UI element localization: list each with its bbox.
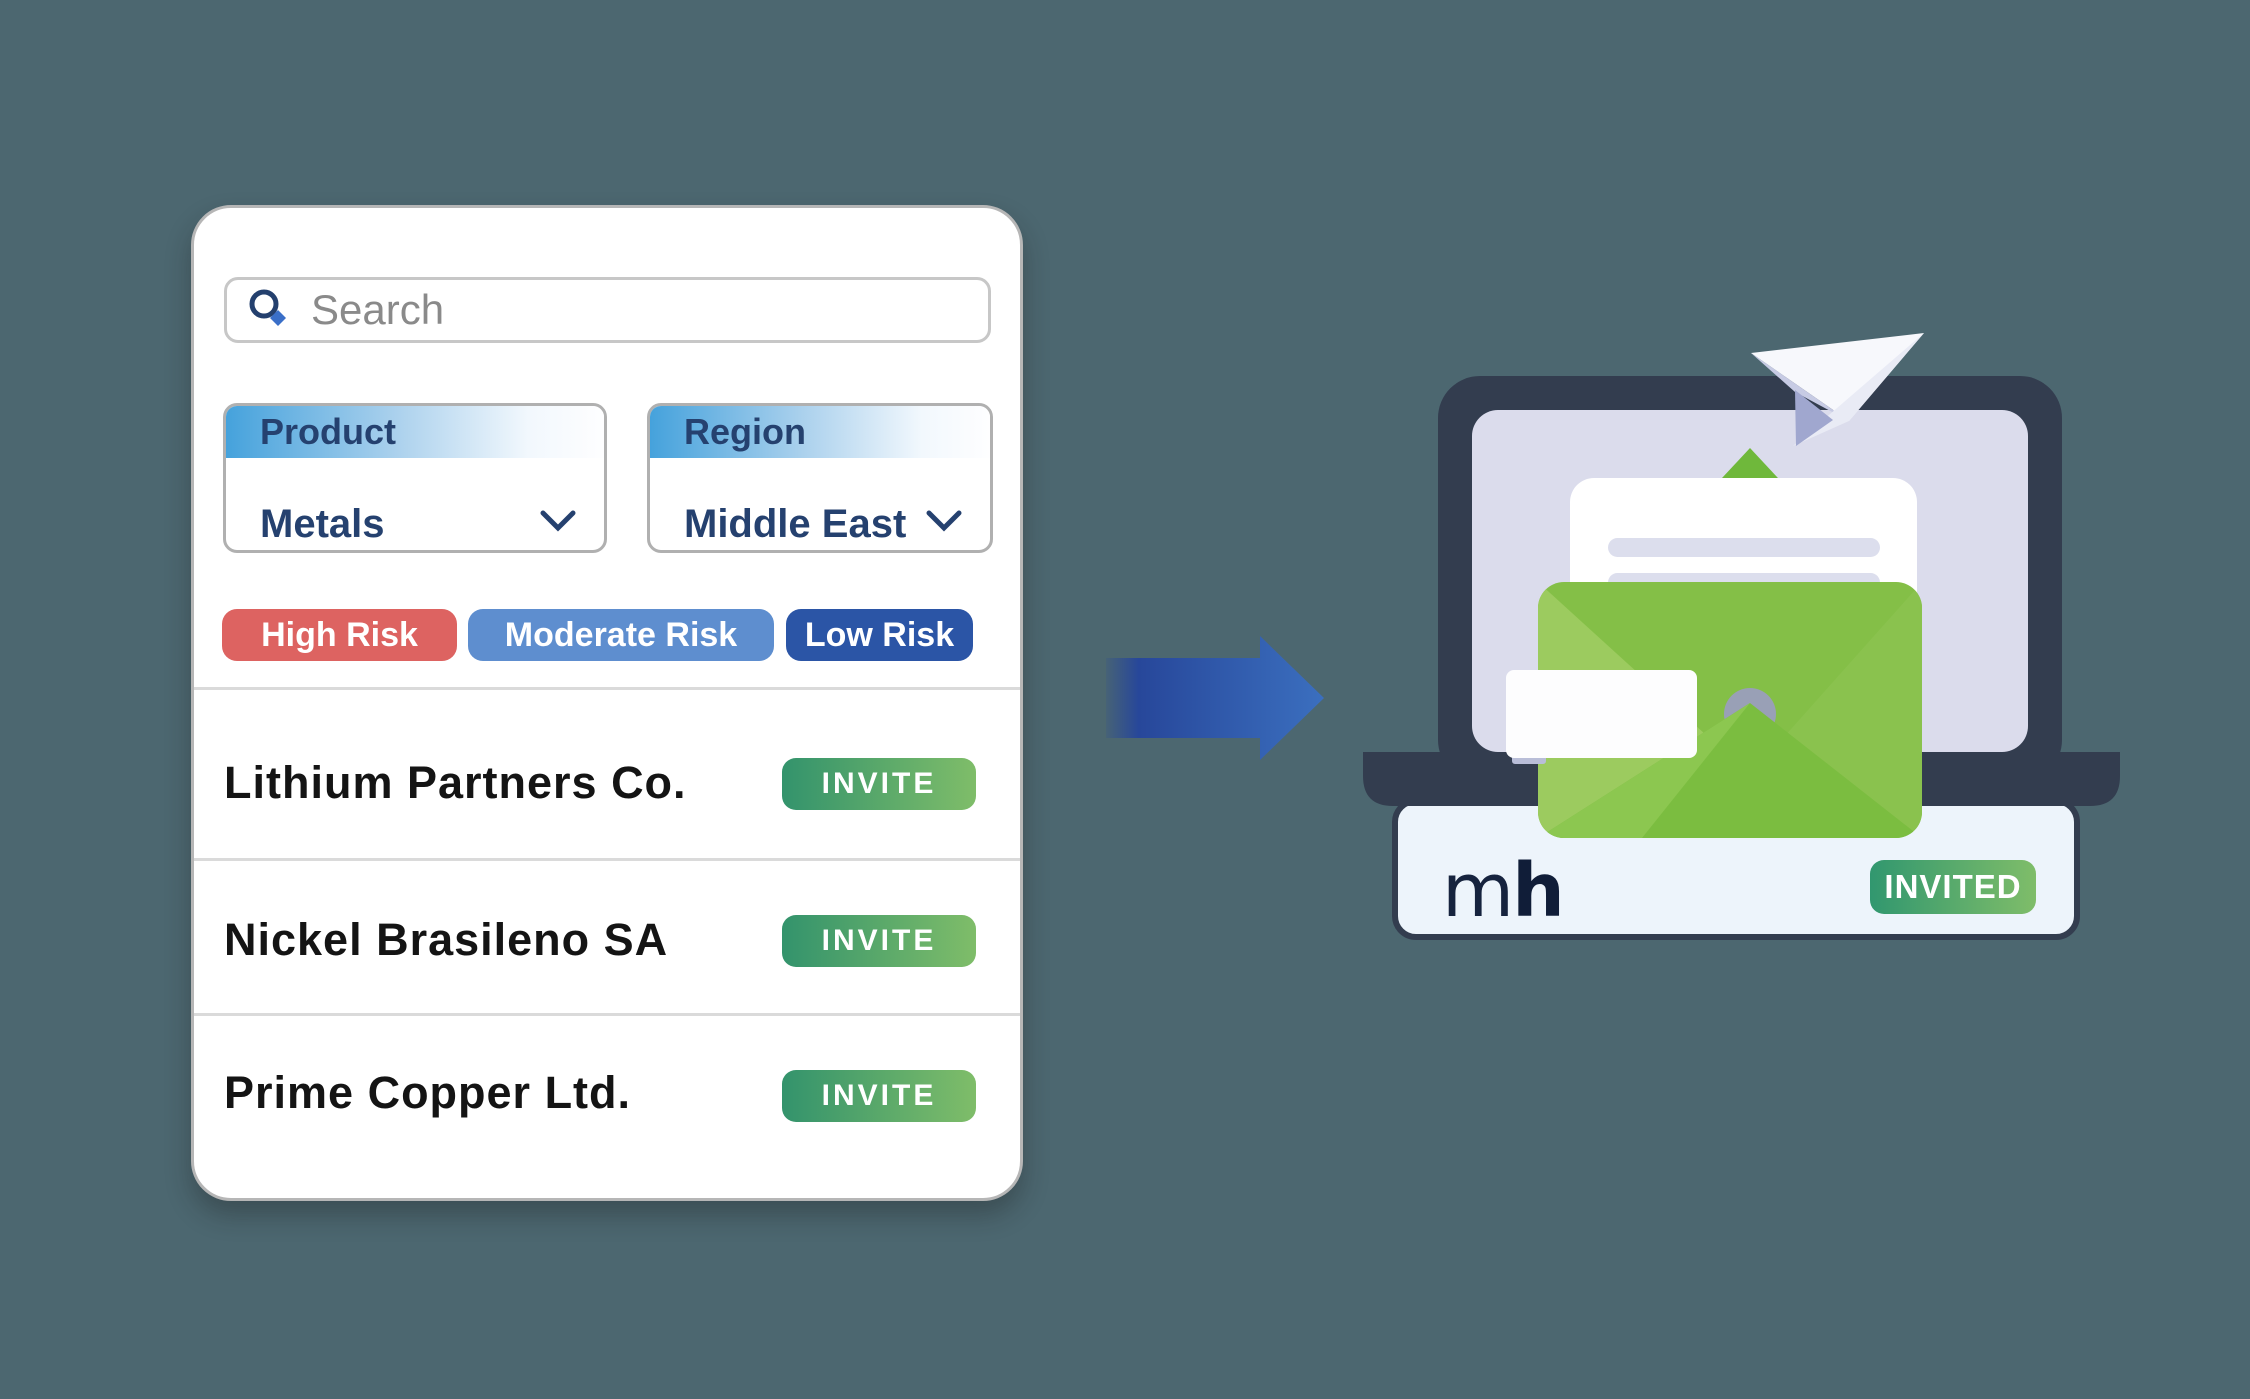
product-filter-dropdown[interactable]: Product Metals: [223, 403, 607, 553]
company-name: Nickel Brasileno SA: [224, 914, 669, 965]
invited-status-badge: INVITED: [1870, 860, 2036, 914]
chevron-down-icon: [926, 510, 962, 532]
letter-paper: [1570, 478, 1917, 725]
high-risk-chip[interactable]: High Risk: [222, 609, 457, 661]
moderate-risk-chip[interactable]: Moderate Risk: [468, 609, 774, 661]
product-filter-label: Product: [226, 406, 604, 458]
address-card: [1506, 670, 1697, 758]
region-filter-value: Middle East: [684, 502, 907, 546]
search-icon: [249, 289, 286, 326]
row-divider: [194, 687, 1020, 690]
invite-button[interactable]: INVITE: [782, 915, 976, 967]
row-divider: [194, 1013, 1020, 1016]
invite-button[interactable]: INVITE: [782, 1070, 976, 1122]
supplier-filter-panel: Product Metals Region Middle East High R…: [191, 205, 1023, 1201]
product-filter-value: Metals: [260, 502, 385, 546]
search-input[interactable]: [309, 279, 988, 341]
invite-button[interactable]: INVITE: [782, 758, 976, 810]
mh-logo-h: h: [1512, 848, 1565, 934]
paper-plane-icon: [1751, 333, 1924, 446]
card-shadow-tab: [1512, 748, 1546, 764]
low-risk-chip[interactable]: Low Risk: [786, 609, 973, 661]
flow-arrow-icon: [1106, 636, 1324, 760]
mh-logo-m: m: [1442, 848, 1514, 934]
region-filter-label: Region: [650, 406, 990, 458]
letter-text-lines: [1608, 538, 1880, 697]
laptop-screen: [1472, 410, 2028, 752]
company-name: Lithium Partners Co.: [224, 757, 687, 808]
search-box[interactable]: [224, 277, 991, 343]
row-divider: [194, 858, 1020, 861]
chevron-down-icon: [540, 510, 576, 532]
invitation-bar: m h INVITED: [1392, 798, 2080, 940]
laptop-frame: [1438, 376, 2062, 782]
mh-logo: m h: [1442, 848, 1565, 934]
region-filter-dropdown[interactable]: Region Middle East: [647, 403, 993, 553]
company-name: Prime Copper Ltd.: [224, 1067, 632, 1118]
envelope-back-flap: [1638, 448, 1862, 568]
